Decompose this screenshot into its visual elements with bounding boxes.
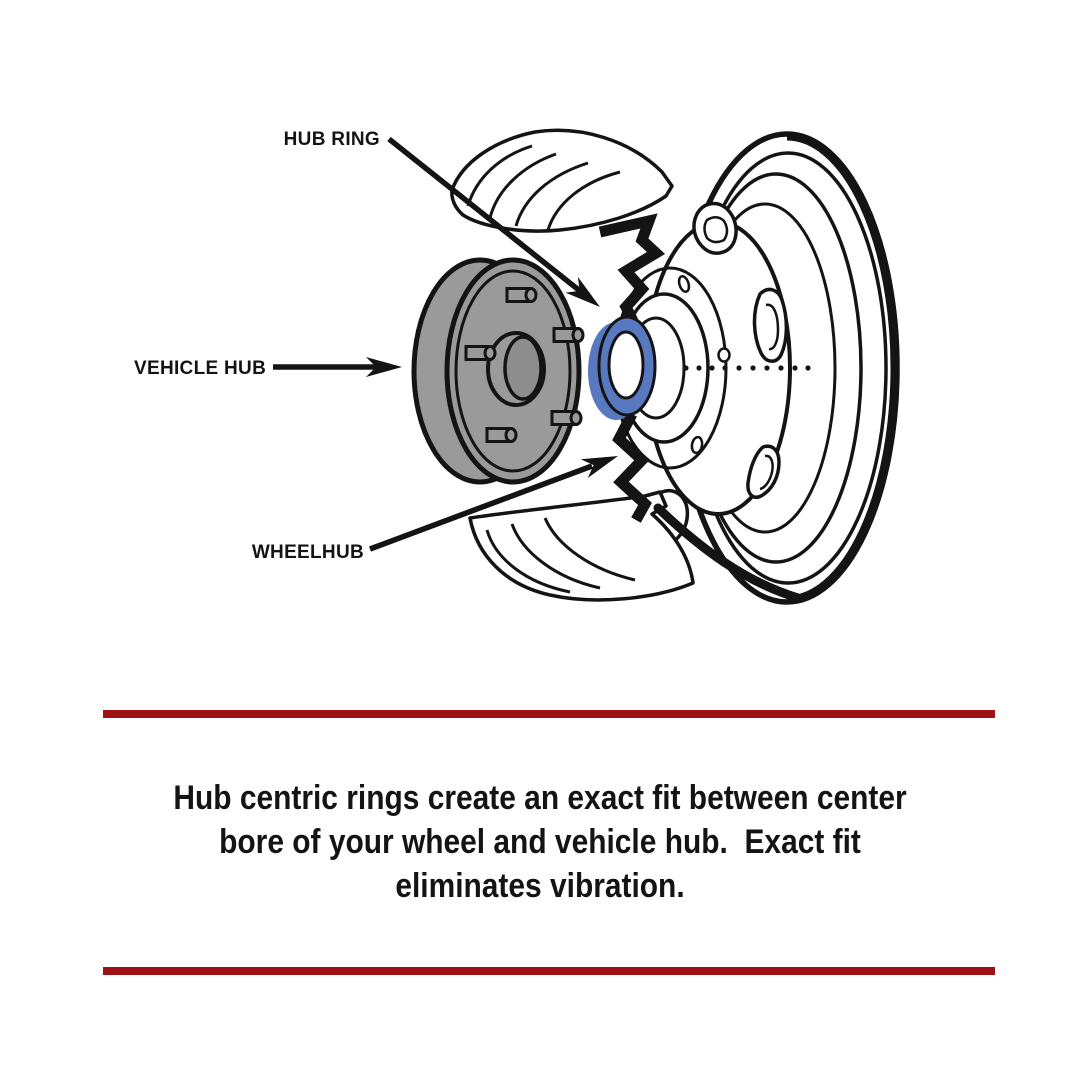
hub-ring-label: HUB RING <box>284 129 380 150</box>
vehicle-hub-label: VEHICLE HUB <box>134 358 266 379</box>
divider-bottom <box>103 967 995 975</box>
hub-ring-illustration <box>588 315 657 420</box>
wheel-bolt-holes <box>677 275 731 455</box>
vehicle-hub-lug-studs <box>464 287 585 443</box>
wheel-barrel-top <box>450 128 674 233</box>
vehicle-hub-lip <box>454 269 572 473</box>
caption: Hub centric rings create an exact fit be… <box>0 776 1080 908</box>
wheel-rim-right-edge <box>786 131 900 605</box>
vehicle-hub-bore <box>503 335 543 401</box>
hub-ring-bore <box>607 330 645 400</box>
vehicle-hub-illustration <box>411 257 585 485</box>
caption-line-1: Hub centric rings create an exact fit be… <box>173 779 907 817</box>
caption-line-3: eliminates vibration. <box>395 867 685 905</box>
wheel-illustration <box>450 128 900 605</box>
wheelhub-label: WHEELHUB <box>252 542 364 563</box>
caption-line-2: bore of your wheel and vehicle hub. Exac… <box>219 823 861 861</box>
center-axis-dots <box>683 365 811 371</box>
callout-arrows <box>273 136 618 552</box>
vehicle-hub-arrow <box>273 357 402 377</box>
wheelhub-arrow <box>369 456 618 552</box>
divider-top <box>103 710 995 718</box>
hub-ring-arrow <box>387 136 600 307</box>
wheel-cutaway-break <box>598 213 666 523</box>
